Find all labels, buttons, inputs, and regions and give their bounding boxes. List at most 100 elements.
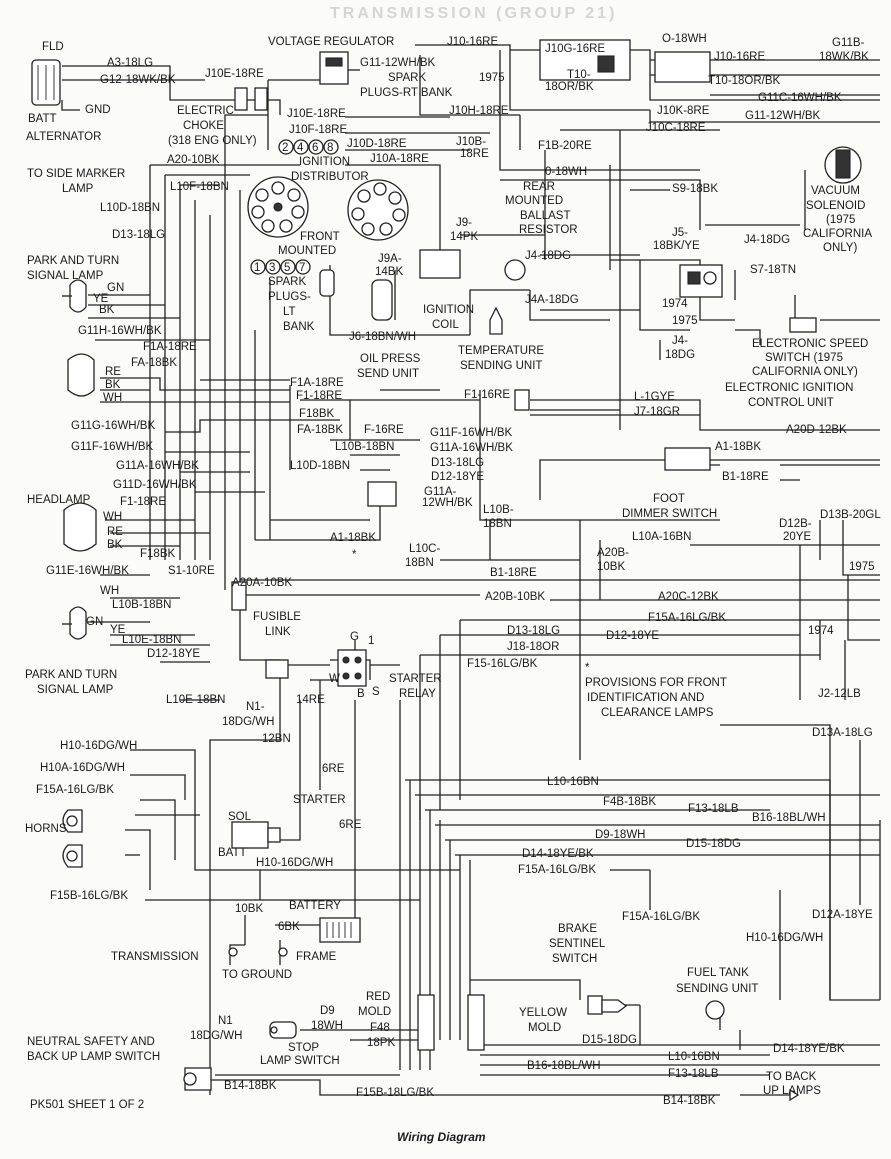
label-j10b-2: 18RE	[460, 148, 489, 160]
label-batt: BATT	[28, 113, 57, 125]
label-bk-top: BK	[99, 304, 115, 316]
label-a1-18bk: A1-18BK	[330, 532, 376, 544]
label-j4a: J4A-18DG	[525, 294, 579, 306]
label-foot-2: DIMMER SWITCH	[622, 508, 717, 520]
label-d9: D9-18WH	[595, 829, 645, 841]
label-d12-l2: D12-18YE	[606, 630, 659, 642]
sheet-label: PK501 SHEET 1 OF 2	[30, 1099, 144, 1111]
label-l10b-2-2: 18BN	[483, 518, 512, 530]
label-l10b: L10B-18BN	[335, 441, 394, 453]
label-a20b-1: A20B-	[597, 547, 629, 559]
label-vac-5: ONLY)	[823, 242, 857, 254]
electronic-ignition-control	[679, 264, 723, 298]
label-j10e-b: J10E-18RE	[287, 108, 346, 120]
label-fusible-1: FUSIBLE	[253, 611, 301, 623]
label-starter-relay-2: RELAY	[399, 688, 436, 700]
label-f48: F48	[370, 1022, 390, 1034]
label-l10d: L10D-18BN	[100, 202, 160, 214]
label-volt-reg: VOLTAGE REGULATOR	[268, 36, 394, 48]
label-re-top: RE	[105, 366, 121, 378]
label-re-3: RE	[107, 526, 123, 538]
label-d13-m: D13-18LG	[431, 457, 484, 469]
label-g11d: G11D-16WH/BK	[113, 479, 197, 491]
label-f4b: F4B-18BK	[603, 796, 656, 808]
label-j10h: J10H-18RE	[449, 105, 509, 117]
ground-symbol	[228, 947, 288, 957]
label-alternator: ALTERNATOR	[26, 131, 101, 143]
label-vac-3: (1975	[826, 214, 855, 226]
spark-plugs-lt-bank: 1 3 5 7	[250, 259, 311, 275]
label-f13-b: F13-18LB	[668, 1068, 719, 1080]
label-f15-m: F15-16LG/BK	[467, 658, 538, 670]
label-spark-lt-2: PLUGS-	[268, 291, 311, 303]
label-a20c: A20C-12BK	[658, 591, 719, 603]
label-f15a: F15A-16LG/BK	[648, 612, 726, 624]
label-f1-l: F1-18RE	[120, 496, 166, 508]
plug-num: 7	[299, 262, 305, 274]
label-d12a: D12A-18YE	[812, 909, 873, 921]
connector-plug	[597, 55, 615, 73]
label-wh-2: WH	[103, 392, 122, 404]
label-spark-lt-4: BANK	[283, 321, 315, 333]
label-n1-b-2: 18DG/WH	[190, 1030, 242, 1042]
label-ign-dist-1: IGNITION	[299, 156, 350, 168]
label-f18bk-b: F18BK	[140, 548, 175, 560]
label-brake-2: SENTINEL	[549, 938, 606, 950]
stop-lamp-switch	[269, 1021, 297, 1039]
label-park-turn2-2: SIGNAL LAMP	[37, 684, 114, 696]
label-j10c: J10C-18RE	[646, 122, 706, 134]
label-l10c-1: L10C-	[409, 543, 440, 555]
label-ast-2: *	[585, 662, 590, 674]
horn-bottom	[62, 844, 83, 868]
label-f18bk-a: F18BK	[299, 408, 334, 420]
label-elec-choke-2: CHOKE	[183, 120, 224, 132]
label-fld: FLD	[42, 41, 64, 53]
label-fuel-1: FUEL TANK	[687, 967, 749, 979]
label-ballast-1: BALLAST	[520, 210, 571, 222]
label-red-2: MOLD	[358, 1006, 391, 1018]
label-o18wh-m: 0-18WH	[545, 166, 587, 178]
label-bk-3: BK	[107, 539, 123, 551]
label-s1: S1-10RE	[168, 565, 215, 577]
label-f15a-l: F15A-16LG/BK	[36, 784, 114, 796]
spark-plugs-rt-bank: 2 4 6 8	[278, 139, 339, 155]
label-b1: B1-18RE	[722, 471, 769, 483]
label-d15: D15-18DG	[686, 838, 741, 850]
label-14re: 14RE	[296, 694, 325, 706]
label-neutral-1: NEUTRAL SAFETY AND	[27, 1036, 155, 1048]
label-g11-12: G11-12WH/BK	[360, 57, 436, 69]
label-l1: L-1GYE	[634, 391, 675, 403]
label-d12b-1: D12B-	[779, 518, 812, 530]
label-6re-2: 6RE	[339, 819, 362, 831]
starter-relay	[337, 649, 367, 687]
label-g11b-2: 18WK/BK	[819, 51, 869, 63]
label-fusible-2: LINK	[265, 626, 291, 638]
label-d13b: D13B-20GL	[820, 509, 881, 521]
label-d14: D14-18YE/BK	[522, 848, 594, 860]
label-g11a-l: G11A-16WH/BK	[116, 460, 199, 472]
label-y1975-c: 1975	[849, 561, 875, 573]
label-j18: J18-18OR	[507, 641, 559, 653]
label-f1-m: F1-18RE	[296, 390, 342, 402]
ballast-resistor	[419, 249, 461, 279]
label-j9a-1: J9A-	[378, 253, 402, 265]
label-sol: SOL	[228, 811, 252, 823]
label-to-ground: TO GROUND	[222, 969, 292, 981]
label-f1b: F1B-20RE	[538, 140, 592, 152]
label-l10e-1: L10E-18BN	[122, 634, 181, 646]
plug-num: 5	[284, 262, 290, 274]
label-j4-2-2: 18DG	[665, 349, 695, 361]
vacuum-solenoid	[824, 146, 862, 184]
label-gn-2: GN	[86, 616, 103, 628]
voltage-regulator	[319, 51, 349, 85]
label-n1-b-1: N1	[218, 1015, 233, 1027]
label-gnd: GND	[85, 104, 111, 116]
label-g11h: G11H-16WH/BK	[78, 325, 162, 337]
label-headlamp: HEADLAMP	[27, 494, 91, 506]
brake-sentinel-switch	[587, 995, 628, 1015]
label-prov-3: CLEARANCE LAMPS	[601, 707, 714, 719]
headlamp	[63, 502, 97, 552]
label-f1a-l: F1A-18RE	[143, 341, 197, 353]
label-battery: BATTERY	[289, 900, 341, 912]
